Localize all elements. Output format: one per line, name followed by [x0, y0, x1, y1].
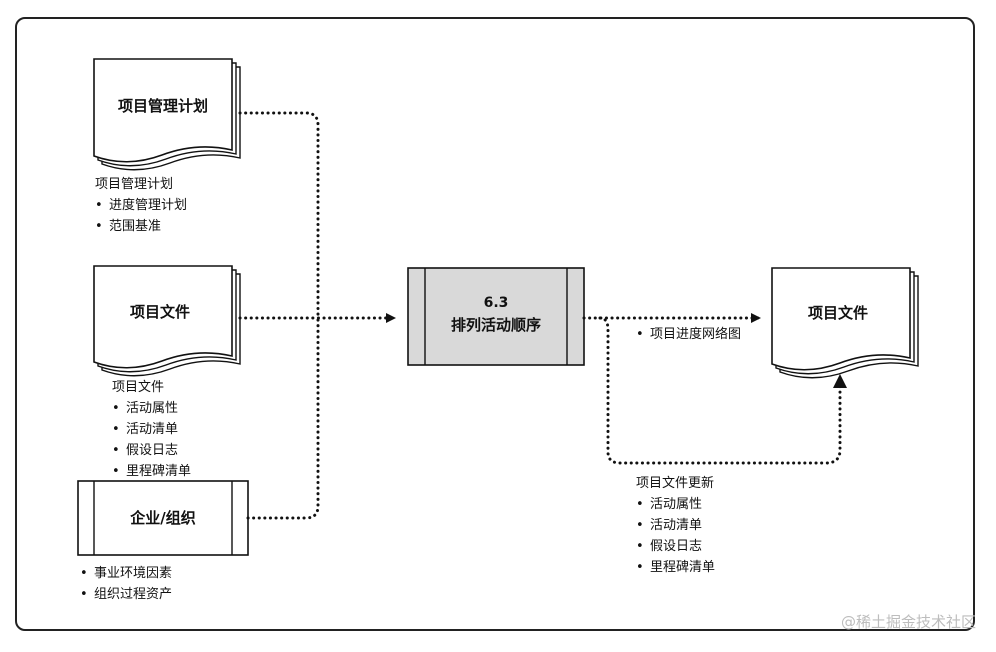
list-item: 里程碑清单 [112, 461, 191, 482]
project-docs-output-document: 项目文件 [771, 267, 919, 379]
connector-pm-plan [238, 111, 320, 320]
list-item: 事业环境因素 [80, 563, 172, 584]
list-item: 假设日志 [112, 440, 191, 461]
list-item: 组织过程资产 [80, 584, 172, 605]
list-item: 假设日志 [636, 536, 715, 557]
list-item: 项目进度网络图 [636, 324, 741, 345]
watermark: @稀土掘金技术社区 [840, 613, 976, 631]
list-item: 进度管理计划 [95, 195, 187, 216]
list-item: 范围基准 [95, 216, 187, 237]
list-item: 里程碑清单 [636, 557, 715, 578]
project-docs-list-title: 项目文件 [112, 380, 165, 395]
project-docs-input-document: 项目文件 [93, 265, 241, 377]
pm-plan-document-label: 项目管理计划 [118, 97, 208, 115]
project-docs-output-label: 项目文件 [808, 304, 868, 322]
project-docs-input-label: 项目文件 [130, 303, 190, 321]
pm-plan-list: 项目管理计划 进度管理计划 范围基准 [95, 174, 187, 237]
arrowhead-up [833, 374, 847, 388]
list-item: 活动清单 [112, 419, 191, 440]
pm-plan-document: 项目管理计划 [93, 58, 241, 171]
enterprise-label: 企业/组织 [129, 509, 195, 527]
process-box: 6.3 排列活动顺序 [407, 267, 585, 366]
process-name: 排列活动顺序 [451, 316, 541, 334]
process-number: 6.3 [484, 295, 509, 311]
connector-updates [598, 316, 842, 465]
enterprise-list: 事业环境因素 组织过程资产 [80, 563, 172, 605]
list-item: 活动属性 [636, 494, 715, 515]
project-docs-list: 项目文件 活动属性 活动清单 假设日志 里程碑清单 [112, 377, 191, 482]
pm-plan-list-title: 项目管理计划 [95, 177, 174, 192]
enterprise-scroll: 企业/组织 [77, 480, 249, 556]
list-item: 活动属性 [112, 398, 191, 419]
updates-list-title: 项目文件更新 [636, 476, 715, 491]
list-item: 活动清单 [636, 515, 715, 536]
output-list: 项目进度网络图 [636, 324, 741, 345]
updates-list: 项目文件更新 活动属性 活动清单 假设日志 里程碑清单 [636, 473, 715, 578]
diagram-frame [15, 17, 975, 631]
connector-enterprise [246, 316, 320, 520]
